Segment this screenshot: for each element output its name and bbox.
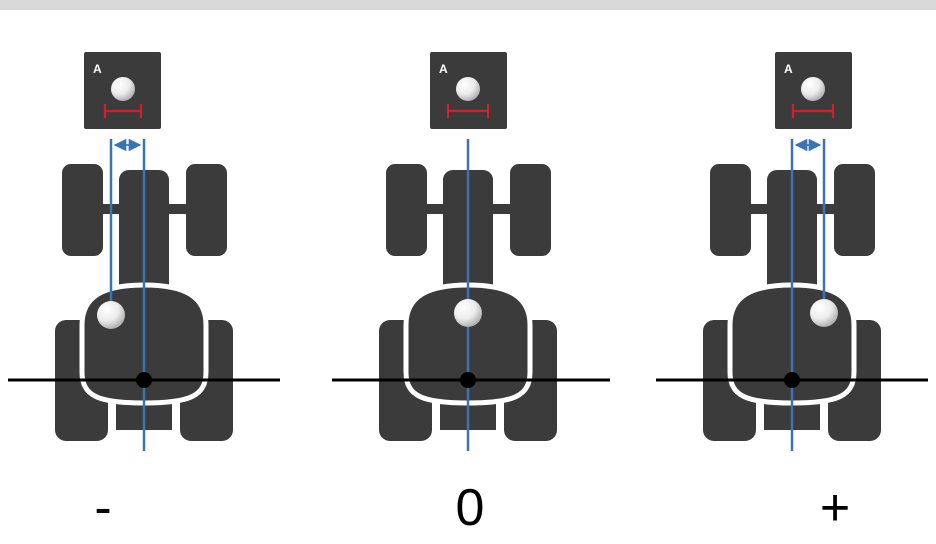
antenna-ball — [454, 299, 482, 327]
pivot-point — [460, 372, 476, 388]
pivot-point — [136, 372, 152, 388]
pivot-point — [784, 372, 800, 388]
caption-negative: - — [94, 479, 112, 537]
icon-letter: A — [439, 62, 448, 76]
antenna-ball — [810, 299, 838, 327]
caption-zero: 0 — [455, 479, 485, 537]
icon-letter: A — [93, 62, 102, 76]
antenna-offset-icon: A — [84, 52, 161, 129]
caption-positive: + — [819, 479, 851, 537]
top-bar — [0, 0, 936, 10]
tractor-silhouette — [379, 164, 557, 441]
antenna-offset-icon: A — [430, 52, 507, 129]
antenna-ball — [97, 301, 125, 329]
antenna-offset-icon: A — [775, 52, 852, 129]
tractor-panel-positive: A — [656, 52, 928, 451]
tractor-panel-negative: A — [8, 52, 280, 451]
icon-letter: A — [784, 62, 793, 76]
tractor-panel-zero: A — [332, 52, 610, 451]
